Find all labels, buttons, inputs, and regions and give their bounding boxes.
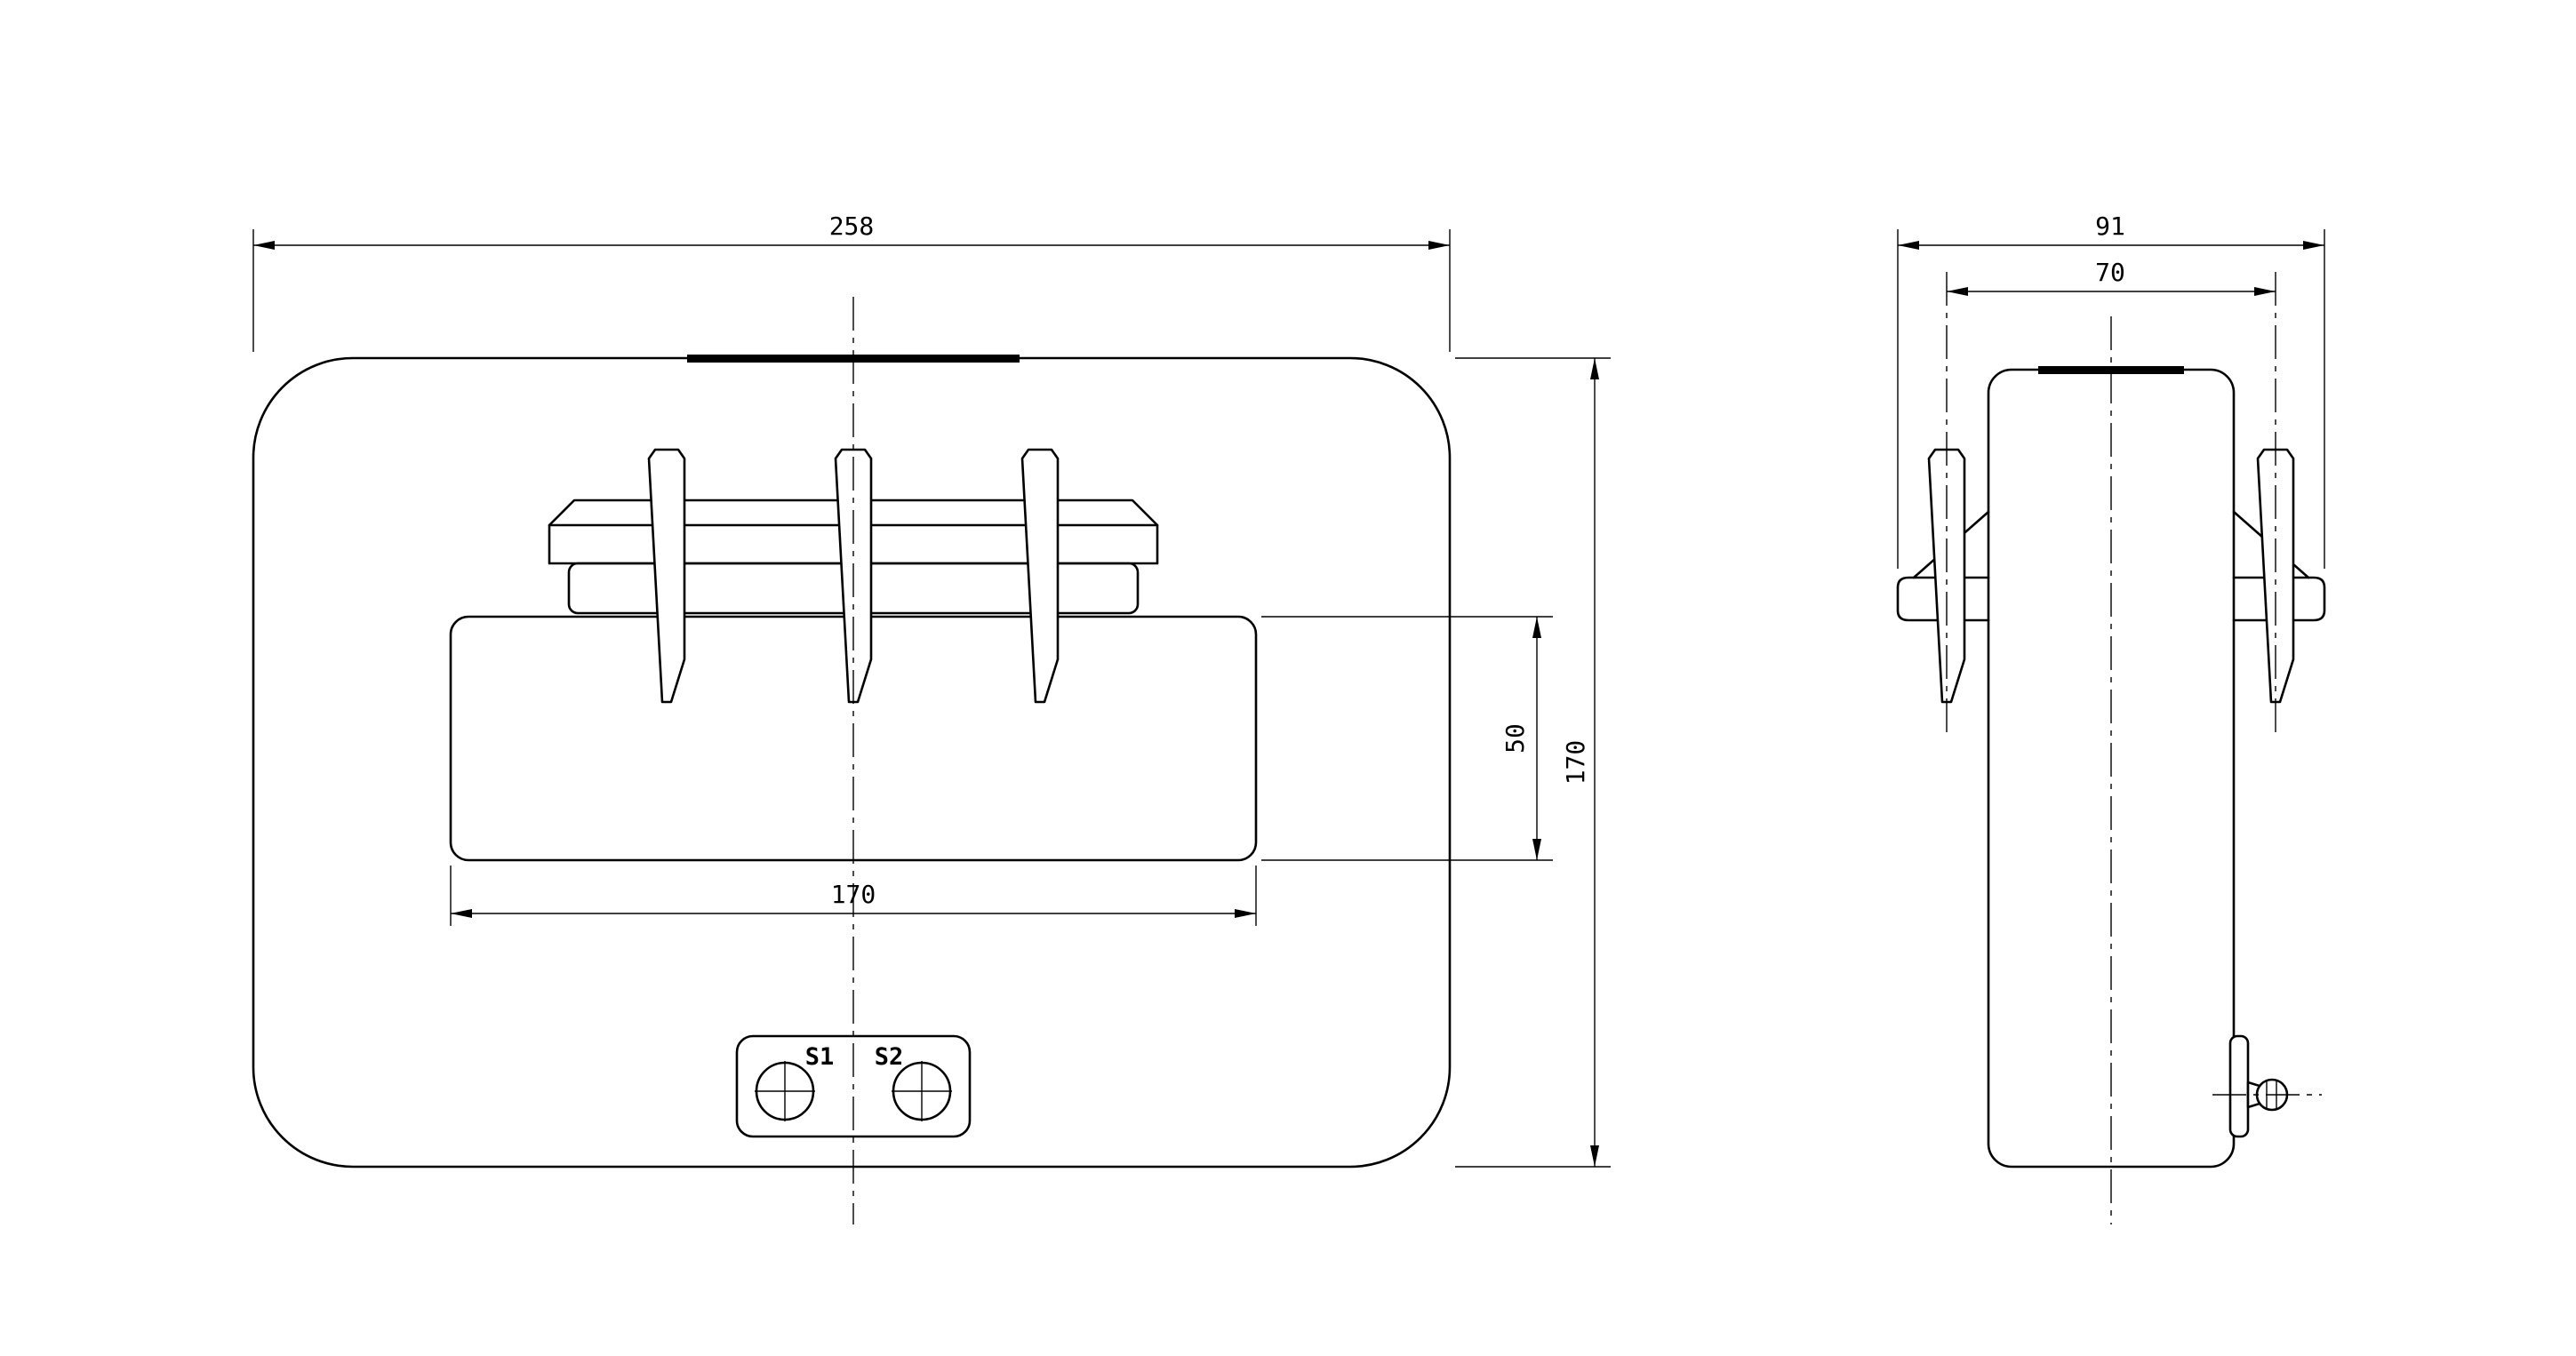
dim-side-stud-spacing: 70 [1947,258,2276,296]
drawing-lines: S1 S2 258 170 5 [252,211,2326,1224]
arrowhead [1590,358,1599,379]
dim-front-window-width: 170 [450,865,1257,926]
terminal-pin-right [1020,448,1060,704]
arrowhead [1428,241,1450,250]
front-view: S1 S2 [252,297,1452,1224]
side-stud-left [1927,448,1966,704]
dim-side-overall-width: 91 [1897,211,2325,569]
side-plate-profile [2228,1034,2250,1138]
terminal-pin-left [647,448,686,704]
dimension-text: 70 [2095,258,2125,287]
arrowhead [1532,617,1541,638]
dimension-text: 170 [831,880,876,909]
terminal-label-s1: S1 [805,1043,835,1071]
arrowhead [1947,287,1968,296]
dim-front-overall-width: 258 [252,211,1451,352]
side-stud-right [2256,448,2295,704]
arrowhead [1898,241,1919,250]
dimension-text: 170 [1561,740,1590,786]
screw-s1 [755,1061,815,1121]
arrowhead [2254,287,2276,296]
arrowhead [2303,241,2324,250]
dim-front-window-height: 50 [1261,616,1553,861]
dimension-text: 50 [1500,723,1530,754]
right-bracket-flange [2232,576,2326,622]
side-view [1896,272,2326,1224]
dimension-text: 258 [829,211,875,241]
arrowhead [451,909,472,918]
arrowhead [1590,1145,1599,1167]
screw-s2 [892,1061,952,1121]
left-bracket-flange [1896,576,1990,622]
dimension-text: 91 [2095,211,2125,241]
arrowhead [253,241,275,250]
arrowhead [1235,909,1256,918]
arrowhead [1532,839,1541,860]
dim-front-overall-height: 170 [1455,357,1611,1168]
terminal-label-s2: S2 [875,1043,904,1071]
